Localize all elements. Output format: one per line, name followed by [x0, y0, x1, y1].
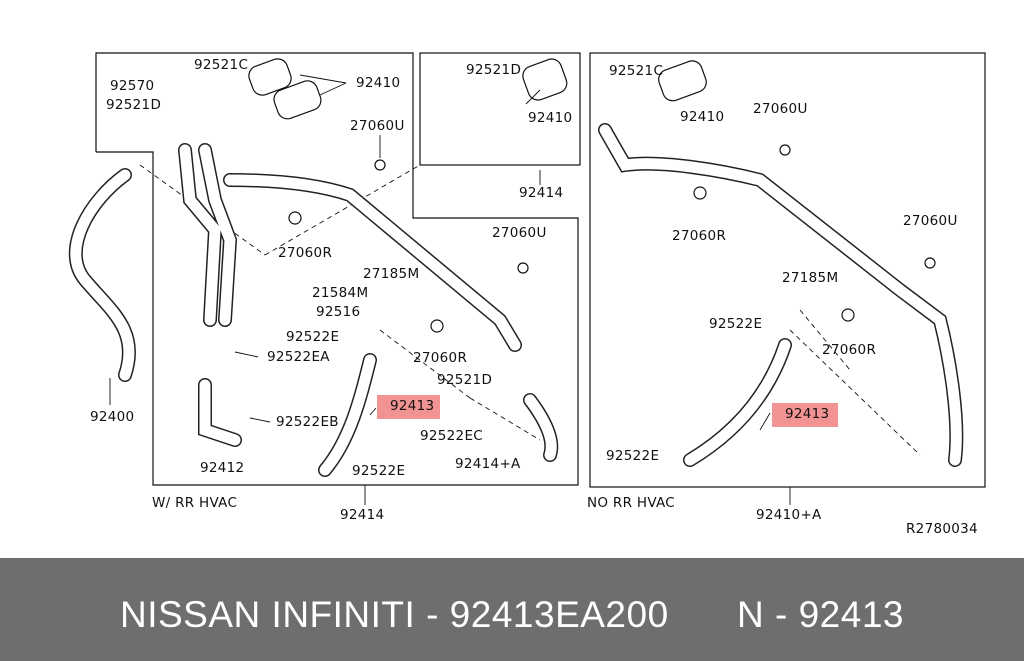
part-label[interactable]: 92410 — [528, 110, 573, 126]
right-panel-caption: NO RR HVAC — [587, 495, 676, 511]
part-label[interactable]: 92414+A — [455, 456, 521, 472]
part-label[interactable]: 92522EC — [420, 428, 484, 444]
part-label[interactable]: 27060R — [822, 342, 877, 358]
part-label[interactable]: 27060R — [413, 350, 468, 366]
hose-diagram-drawing — [68, 52, 986, 505]
part-label[interactable]: 92522E — [352, 463, 406, 479]
part-label[interactable]: 27060U — [903, 213, 958, 229]
part-label[interactable]: 27185M — [363, 266, 420, 282]
part-label[interactable]: 92414 — [519, 185, 564, 201]
part-label[interactable]: 92410 — [680, 109, 725, 125]
part-label[interactable]: 92521C — [609, 63, 664, 79]
right-panel-frame — [589, 52, 986, 488]
part-label[interactable]: 92410 — [356, 75, 401, 91]
diagram-code: R2780034 — [906, 521, 978, 537]
part-label[interactable]: 92521C — [194, 57, 249, 73]
part-label[interactable]: 27060U — [350, 118, 405, 134]
part-label[interactable]: 27060U — [753, 101, 808, 117]
part-label[interactable]: 92516 — [316, 304, 361, 320]
part-label[interactable]: 92522E — [606, 448, 660, 464]
part-label[interactable]: 27060U — [492, 225, 547, 241]
part-reference-text: N - 92413 — [737, 594, 904, 635]
part-label[interactable]: 92414 — [340, 507, 385, 523]
part-label[interactable]: 92522EB — [276, 414, 339, 430]
left-panel-caption: W/ RR HVAC — [152, 495, 238, 511]
highlight-92413-left — [377, 395, 440, 419]
part-label[interactable]: 92521D — [437, 372, 493, 388]
part-label[interactable]: 21584M — [312, 285, 369, 301]
part-label[interactable]: 92410+A — [756, 507, 822, 523]
part-label[interactable]: 27185M — [782, 270, 839, 286]
part-label[interactable]: 92522EA — [267, 349, 330, 365]
part-number-text: NISSAN INFINITI - 92413EA200 — [120, 594, 669, 635]
part-label[interactable]: 92400 — [90, 409, 135, 425]
part-label[interactable]: 92570 — [110, 78, 155, 94]
part-label[interactable]: 92522E — [709, 316, 763, 332]
part-label[interactable]: 27060R — [278, 245, 333, 261]
part-label-highlighted[interactable]: 92413 — [785, 406, 830, 422]
part-label[interactable]: 92412 — [200, 460, 245, 476]
part-label[interactable]: 92521D — [466, 62, 522, 78]
inset-panel-frame — [419, 52, 581, 166]
part-label-highlighted[interactable]: 92413 — [390, 398, 435, 414]
highlight-92413-right — [772, 403, 838, 427]
part-label[interactable]: 27060R — [672, 228, 727, 244]
part-label[interactable]: 92522E — [286, 329, 340, 345]
part-info-banner: NISSAN INFINITI - 92413EA200 N - 92413 — [0, 558, 1024, 661]
part-label[interactable]: 92521D — [106, 97, 162, 113]
left-panel-frame — [95, 52, 579, 486]
